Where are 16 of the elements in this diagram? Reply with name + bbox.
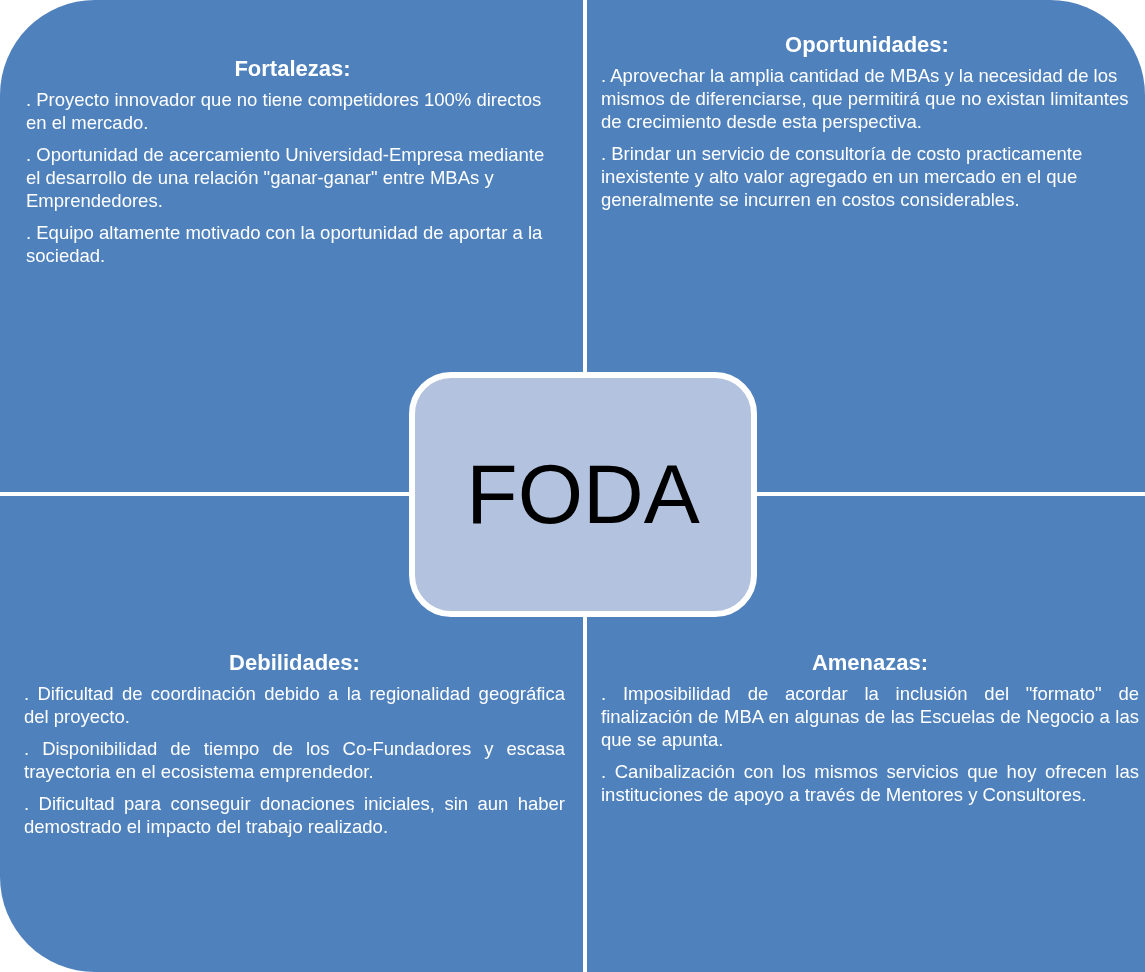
paragraph: . Canibalización con los mismos servicios que hoy ofrecen las instituciones de apoyo a través de Mentores y Consultores. xyxy=(601,760,1139,806)
quadrant-heading: Oportunidades: xyxy=(784,32,950,58)
paragraph: . Imposibilidad de acordar la inclusión del "formato" de finalización de MBA en algunas de las Escuelas de Negocio a las que se apunta. xyxy=(601,682,1139,751)
center-box xyxy=(409,372,757,617)
paragraph: . Aprovechar la amplia cantidad de MBAs y la necesidad de los mismos de diferenciarse, que permitirá que no existan limitantes de crecimiento desde esta perspectiva. xyxy=(601,64,1130,133)
paragraph: . Dificultad de coordinación debido a la regionalidad geográfica del proyecto. xyxy=(24,682,565,728)
paragraph: . Proyecto innovador que no tiene competidores 100% directos en el mercado. xyxy=(26,88,543,134)
paragraph: . Brindar un servicio de consultoría de costo practicamente inexistente y alto valor agregado en un mercado en el que generalmente se incurren en costos considerables. xyxy=(601,142,1084,211)
quadrant-heading: Debilidades: xyxy=(228,650,361,676)
center-title: FODA xyxy=(466,446,700,543)
paragraph: . Equipo altamente motivado con la oportunidad de aportar a la sociedad. xyxy=(26,221,544,267)
paragraph: . Dificultad para conseguir donaciones iniciales, sin aun haber demostrado el impacto del trabajo realizado. xyxy=(24,792,565,838)
quadrant-heading: Amenazas: xyxy=(810,650,930,676)
paragraph: . Disponibilidad de tiempo de los Co-Fundadores y escasa trayectoria en el ecosistema emprendedor. xyxy=(24,737,565,783)
paragraph: . Oportunidad de acercamiento Universidad-Empresa mediante el desarrollo de una relación "ganar-ganar" entre MBAs y Emprendedores. xyxy=(26,143,546,212)
quadrant-heading: Fortalezas: xyxy=(233,56,352,82)
